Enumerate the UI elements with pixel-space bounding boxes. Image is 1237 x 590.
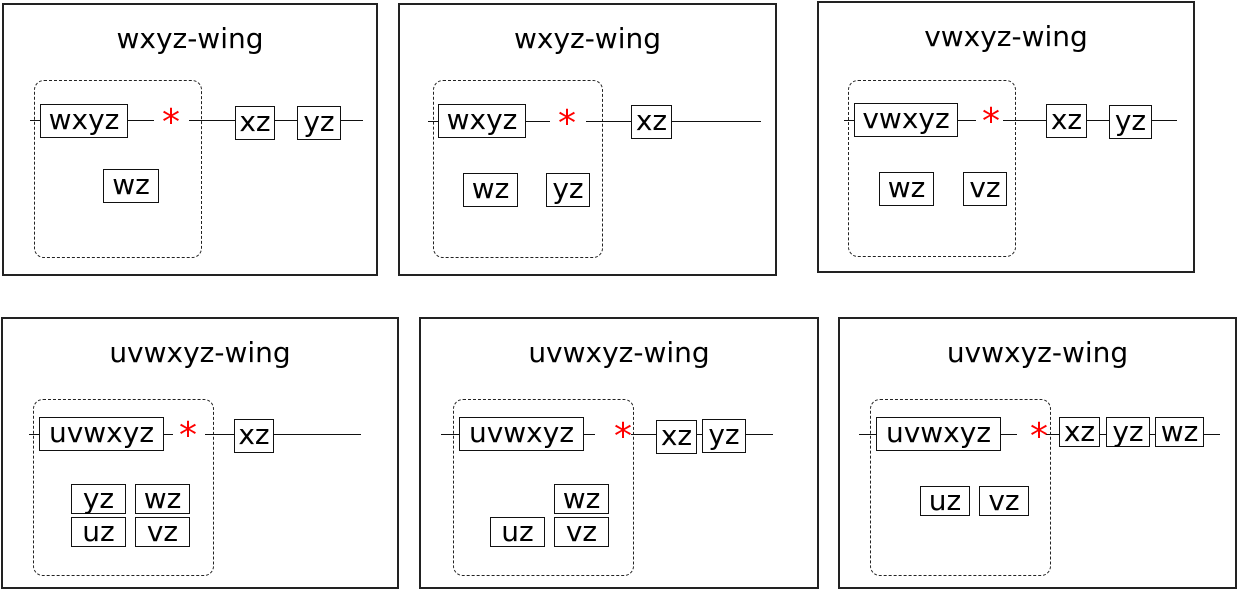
- diagram-panel-3: vwxyz-wing vwxyz * xz yz wz vz: [817, 1, 1195, 273]
- chain-cell: xz: [234, 419, 274, 453]
- chain-cell: xz: [631, 105, 672, 139]
- diagram-panel-2: wxyz-wing wxyz * xz wz yz: [398, 3, 777, 276]
- asterisk-marker: *: [179, 415, 197, 456]
- inside-cell: wz: [463, 173, 518, 207]
- chain-line: [189, 120, 363, 121]
- panel-title: uvwxyz-wing: [946, 336, 1129, 369]
- inside-cell: vz: [963, 172, 1007, 206]
- chain-cell: xz: [1059, 417, 1100, 447]
- panel-title: vwxyz-wing: [924, 20, 1088, 53]
- chain-cell: yz: [297, 106, 341, 140]
- chain-cell: xz: [656, 420, 697, 454]
- inside-cell: wz: [135, 484, 190, 514]
- pivot-cell: uvwxyz: [459, 417, 584, 451]
- diagram-panel-1: wxyz-wing wxyz * xz yz wz: [2, 3, 378, 276]
- diagram-panel-4: uvwxyz-wing uvwxyz * xz yz wz uz vz: [1, 317, 399, 589]
- asterisk-marker: *: [614, 416, 632, 457]
- asterisk-marker: *: [1030, 416, 1048, 457]
- asterisk-marker: *: [982, 101, 1000, 142]
- diagram-panel-5: uvwxyz-wing uvwxyz * xz yz wz uz vz: [419, 317, 819, 589]
- inside-cell: uz: [490, 517, 545, 547]
- inside-cell: uz: [71, 517, 126, 547]
- chain-cell: yz: [1106, 417, 1150, 447]
- dashed-group: [848, 80, 1016, 257]
- chain-cell: yz: [1109, 105, 1152, 139]
- chain-cell: xz: [1046, 104, 1087, 138]
- dashed-group: [34, 80, 202, 258]
- pivot-cell: wxyz: [40, 104, 128, 138]
- panel-title: uvwxyz-wing: [528, 336, 710, 369]
- dashed-group: [33, 399, 214, 576]
- inside-cell: vz: [979, 486, 1029, 516]
- inside-cell: uz: [920, 486, 970, 516]
- panel-title: uvwxyz-wing: [109, 336, 291, 369]
- pivot-cell: wxyz: [438, 104, 526, 138]
- panel-title: wxyz-wing: [116, 22, 264, 55]
- pivot-cell: vwxyz: [854, 103, 958, 137]
- inside-cell: yz: [71, 484, 126, 514]
- inside-cell: wz: [554, 484, 609, 514]
- dashed-group: [870, 399, 1051, 576]
- chain-cell: xz: [235, 106, 275, 140]
- dashed-group: [453, 399, 634, 576]
- pivot-cell: uvwxyz: [876, 417, 1001, 451]
- pivot-cell: uvwxyz: [39, 417, 164, 451]
- inside-cell: wz: [103, 169, 159, 203]
- inside-cell: vz: [135, 517, 190, 547]
- asterisk-marker: *: [162, 102, 180, 143]
- chain-cell: yz: [702, 419, 746, 453]
- diagram-panel-6: uvwxyz-wing uvwxyz * xz yz wz uz vz: [838, 317, 1237, 589]
- inside-cell: wz: [879, 172, 934, 206]
- panel-title: wxyz-wing: [513, 22, 662, 55]
- chain-line: [205, 434, 361, 435]
- inside-cell: vz: [554, 517, 609, 547]
- chain-line: [586, 121, 761, 122]
- dashed-group: [433, 80, 603, 258]
- asterisk-marker: *: [558, 103, 576, 144]
- inside-cell: yz: [546, 173, 590, 207]
- chain-cell: wz: [1155, 417, 1204, 447]
- chain-line: [1003, 120, 1177, 121]
